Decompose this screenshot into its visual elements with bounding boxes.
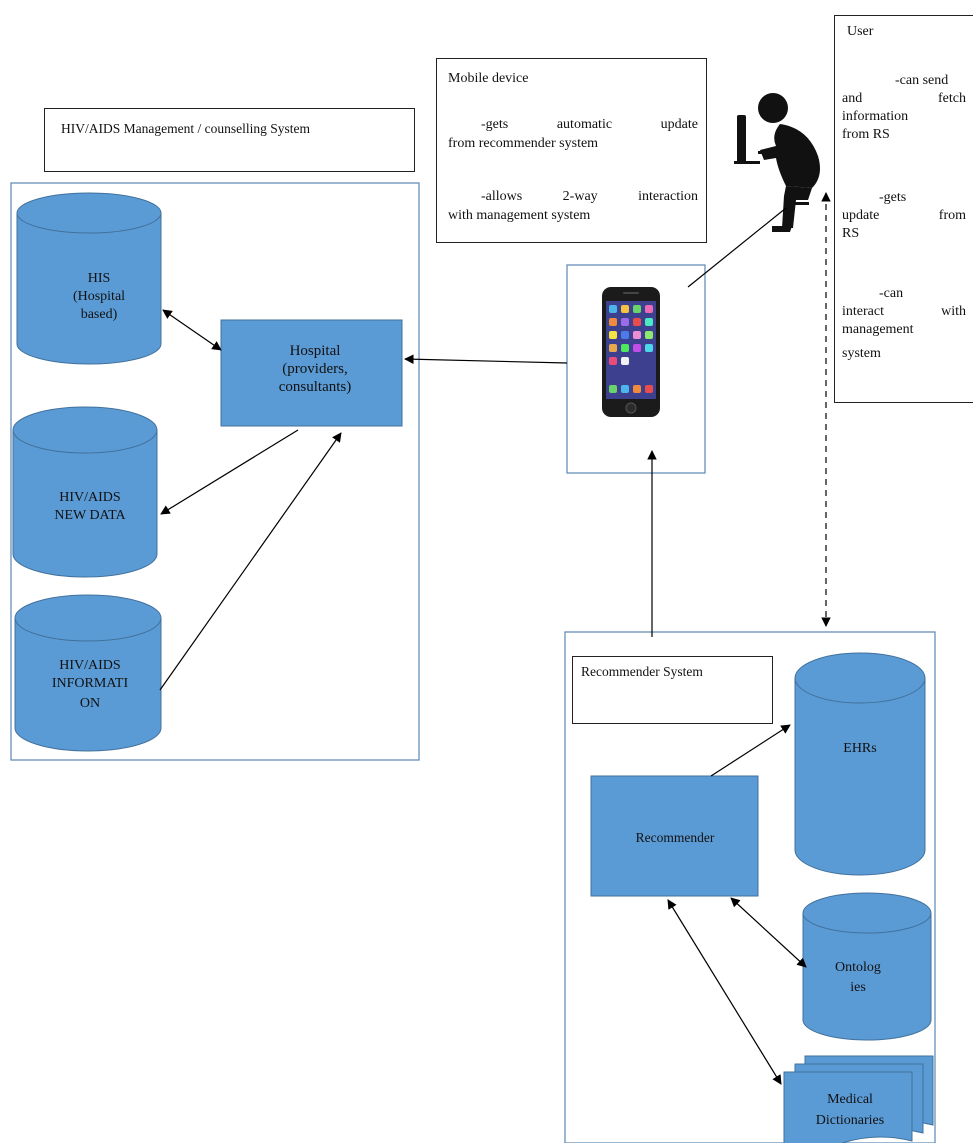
recommender-label: Recommender xyxy=(635,830,715,845)
recommender-system-title: Recommender System xyxy=(581,664,703,679)
new-data-label-1: HIV/AIDS xyxy=(59,490,121,505)
his-label-3: based) xyxy=(80,307,118,322)
recommender-system-frame xyxy=(564,631,936,1143)
his-label-2: (Hospital xyxy=(72,289,126,304)
user-note-c1: -can xyxy=(879,286,904,301)
mobile-hospital-connector xyxy=(404,354,568,365)
ehrs-label: EHRs xyxy=(843,741,877,756)
hospital-newdata-connector xyxy=(160,429,299,515)
smartphone-icon xyxy=(602,287,660,417)
mobile-device-note: Mobile device -gets automatic update fro… xyxy=(436,58,707,243)
user-at-computer-icon xyxy=(734,93,820,232)
dictionaries-documents xyxy=(783,1055,934,1143)
user-note-a3: information xyxy=(842,109,909,124)
mobile-note-line1a: -gets automatic update xyxy=(481,117,698,132)
user-note-a1: -can send xyxy=(895,73,949,88)
information-label-3: ON xyxy=(79,696,101,711)
hospital-label-2: (providers, xyxy=(282,361,348,377)
hospital-node xyxy=(220,319,403,427)
mobile-note-line2a: -allows 2-way interaction xyxy=(481,189,698,204)
mobile-note-line1b: from recommender system xyxy=(448,136,599,151)
new-data-label-2: NEW DATA xyxy=(54,508,126,523)
user-note-c3: management xyxy=(842,322,914,337)
ontologies-label-2: ies xyxy=(850,980,866,995)
his-hospital-connector xyxy=(162,309,222,351)
recommender-ontologies-connector xyxy=(730,897,807,968)
information-hospital-connector xyxy=(159,432,342,691)
new-data-database xyxy=(12,406,158,578)
information-label-2: INFORMATI xyxy=(51,676,129,691)
his-database xyxy=(16,192,162,365)
his-label-1: HIS xyxy=(87,271,111,286)
dictionaries-label-1: Medical xyxy=(827,1092,873,1107)
hospital-label-1: Hospital xyxy=(289,343,341,359)
user-note-b1: -gets xyxy=(879,190,907,205)
management-system-title: HIV/AIDS Management / counselling System xyxy=(61,121,310,136)
recommender-ehrs-connector xyxy=(710,724,791,777)
dictionaries-label-2: Dictionaries xyxy=(815,1113,885,1128)
information-database xyxy=(14,594,162,752)
hospital-label-3: consultants) xyxy=(278,379,352,395)
mobile-note-line2b: with management system xyxy=(448,208,591,223)
management-system-title-box: HIV/AIDS Management / counselling System xyxy=(44,108,415,172)
mobile-frame xyxy=(566,264,706,474)
user-note-a4: from RS xyxy=(842,127,890,142)
user-note-b2: update from xyxy=(842,208,966,223)
information-label-1: HIV/AIDS xyxy=(59,658,121,673)
user-note-a2: and fetch xyxy=(842,91,966,106)
user-note-c2: interact with xyxy=(842,304,966,319)
user-title: User xyxy=(847,24,874,39)
ontologies-database xyxy=(802,892,932,1041)
management-system-frame xyxy=(10,182,420,761)
mobile-user-connector xyxy=(687,207,787,288)
ehrs-database xyxy=(794,652,926,876)
user-note-b3: RS xyxy=(842,226,860,241)
recommender-node xyxy=(590,775,759,897)
mobile-device-title: Mobile device xyxy=(448,71,529,86)
recommender-system-title-box: Recommender System xyxy=(572,656,773,724)
user-note-c4: system xyxy=(842,346,881,361)
ontologies-label-1: Ontolog xyxy=(835,960,881,975)
recommender-dictionaries-connector xyxy=(667,899,782,1085)
user-note: User -can send and fetch information fro… xyxy=(834,15,973,403)
